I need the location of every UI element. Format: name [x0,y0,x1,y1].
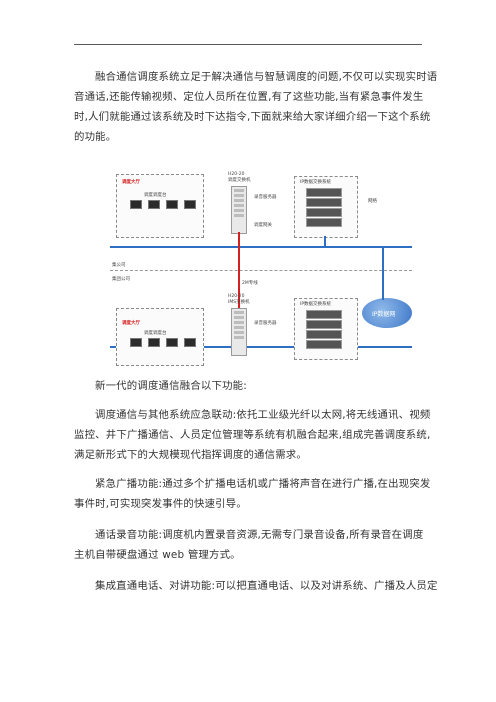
bottom-network-band [110,346,412,348]
server-icon [306,340,342,349]
recorder-label: 录音服务器 [254,195,277,200]
bottom-dispatch-hall-frame [116,308,204,366]
text-line: 主机自带硬盘通过 web 管理方式。 [74,549,241,561]
cloud-label: IP数据网 [372,311,396,318]
switch-rack-icon [231,308,247,356]
text-line: 紧急广播功能:通过多个扩播电话机或广播将声音在进行广播,在出现突发 [95,478,431,490]
server-icon [306,310,342,319]
workstation-icon [166,200,178,209]
intro-paragraph: 融合通信调度系统立足于解决通信与智慧调度的问题,不仅可以实现实时语 音通话,还能… [74,67,438,147]
feature-paragraph: 紧急广播功能:通过多个扩播电话机或广播将声音在进行广播,在出现突发 事件时,可实… [74,474,431,514]
text-line: 时,人们就能通过该系统及时下达指令,下面就来给大家详细介绍一下这个系统 [74,111,431,123]
text-line: 融合通信调度系统立足于解决通信与智慧调度的问题,不仅可以实现实时语 [95,71,438,83]
server-icon [306,320,342,329]
text-line: 新一代的调度通信融合以下功能: [95,380,247,392]
recorder-label-2: 录音服务器 [254,321,277,326]
workstation-icon [184,200,196,209]
text-line: 通话录音功能:调度机内置录音资源,无需专门录音设备,所有录音在调度 [95,529,424,541]
feature-paragraph: 通话录音功能:调度机内置录音资源,无需专门录音设备,所有录音在调度 主机自带硬盘… [74,525,424,565]
workstation-icon [130,200,142,209]
text-line: 事件时,可实现突发事件的快速引导。 [74,498,247,510]
server-icon [306,198,342,207]
top-room-label: 调度大厅 [122,180,140,185]
feature-paragraph: 调度通信与其他系统应急联动:依托工业级光纤以太网,将无线通讯、视频 监控、井下广… [74,405,431,465]
text-line: 集成直通电话、对讲功能:可以把直通电话、以及对讲系统、广播及人员定 [95,580,438,592]
network-label: 网络 [368,199,377,204]
divider-line [110,270,412,271]
top-network-band [110,246,412,248]
trunk-link-line [238,232,240,308]
bottom-ip-switch-label: IP数据交换系统 [300,302,332,307]
server-icon [306,208,342,217]
workstation-icon [148,200,160,209]
bottom-room-label: 调度大厅 [122,321,140,326]
bottom-ip-switch-frame [294,298,358,360]
gateway-label: 调度网关 [254,223,272,228]
network-diagram: 调度大厅 调度调度台 H20-20 调度交换机 录音服务器 调度网关 IP数据交… [110,170,412,370]
connector-line [382,248,384,300]
workstation-icon [184,338,196,347]
link-label: 2M专线 [242,281,258,286]
top-ip-switch-frame [294,176,358,238]
feature-paragraph: 集成直通电话、对讲功能:可以把直通电话、以及对讲系统、广播及人员定 [74,576,438,596]
text-line: 调度通信与其他系统应急联动:依托工业级光纤以太网,将无线通讯、视频 [95,409,431,421]
features-heading: 新一代的调度通信融合以下功能: [74,376,424,396]
company-label: 集公司 [112,263,126,268]
top-console-label: 调度调度台 [144,193,167,198]
switch-rack-icon [231,186,247,234]
workstation-icon [166,338,178,347]
connector-line [324,236,326,246]
text-line: 的功能。 [74,131,117,143]
server-icon [306,188,342,197]
text-line: 监控、井下广播通信、人员定位管理等系统有机融合起来,组成完善调度系统, [74,429,431,441]
bottom-device-label: H20-20 IMS交换机 [228,294,250,305]
bottom-console-label: 调度调度台 [144,331,167,336]
top-ip-switch-label: IP数据交换系统 [300,180,332,185]
text-line: 满足新形式下的大规模现代指挥调度的通信需求。 [74,449,307,461]
ip-cloud-icon [362,298,412,328]
header-rule [74,44,422,45]
workstation-icon [148,338,160,347]
branch-label: 集团公司 [112,277,130,282]
top-device-label: H20-20 调度交换机 [228,172,251,183]
workstation-icon [130,338,142,347]
server-icon [306,218,342,227]
server-icon [306,330,342,339]
text-line: 音通话,还能传输视频、定位人员所在位置,有了这些功能,当有紧急事件发生 [74,91,424,103]
